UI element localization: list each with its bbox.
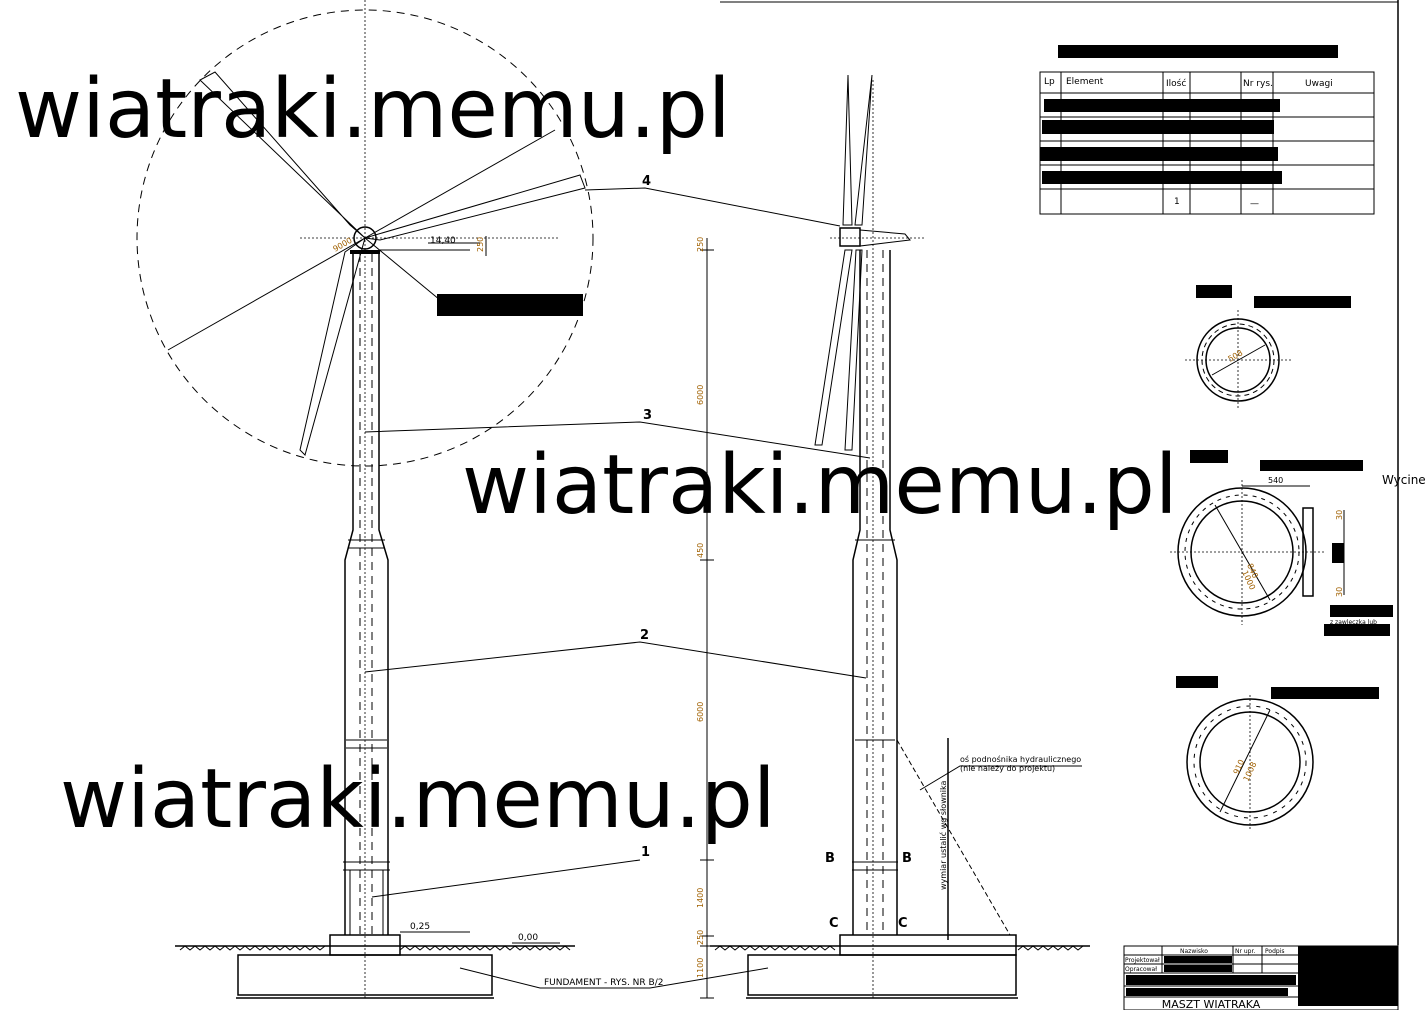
nacelle — [839, 227, 861, 247]
svg-text:540: 540 — [1268, 476, 1283, 485]
svg-text:Opracował: Opracował — [1125, 966, 1157, 973]
section-bottom: 910 1008 — [1176, 676, 1379, 830]
section-marker-c-right: C — [898, 916, 908, 931]
svg-text:Nr upr.: Nr upr. — [1235, 948, 1255, 955]
svg-text:Projektował: Projektował — [1125, 957, 1160, 964]
redacted-label — [437, 294, 583, 316]
section-top: 508 — [1185, 285, 1351, 410]
callout-3: 3 — [643, 408, 652, 423]
watermark: wiatraki.memu.pl — [462, 438, 1178, 533]
side-view: oś podnośnika hydraulicznego (nie należy… — [710, 74, 1090, 1000]
svg-text:—: — — [1250, 199, 1259, 209]
section-marker-c-left: C — [829, 916, 839, 931]
foundation-note: FUNDAMENT - RYS. NR B/2 — [544, 978, 663, 988]
blade — [364, 174, 586, 241]
side-tower — [852, 250, 898, 935]
dim-hub-offset: 250 — [476, 237, 485, 252]
elevation-base: 0,25 — [410, 922, 430, 932]
dimension-note: wymiar ustalić wg słownika — [938, 780, 948, 890]
svg-text:250: 250 — [696, 930, 705, 945]
callout-1: 1 — [641, 845, 650, 860]
svg-text:Wycine: Wycine — [1382, 473, 1426, 487]
drawing-title: MASZT WIATRAKA — [1162, 998, 1261, 1010]
hydraulic-note-2: (nie należy do projektu) — [960, 764, 1055, 773]
callout-4: 4 — [642, 174, 651, 189]
callout-2: 2 — [640, 628, 649, 643]
side-foundation — [747, 954, 1017, 996]
tower — [344, 254, 389, 935]
section-middle: 540 840 1000 30 30 z zawleczką lub Wycin… — [1170, 450, 1426, 636]
svg-text:Ilość: Ilość — [1166, 78, 1186, 89]
blade — [299, 236, 366, 456]
svg-text:Podpis: Podpis — [1265, 948, 1285, 955]
section-marker-b-right: B — [902, 851, 912, 866]
blade — [199, 71, 366, 239]
elevation-ground: 0,00 — [518, 933, 538, 943]
svg-text:1: 1 — [1174, 197, 1180, 207]
svg-text:6000: 6000 — [696, 385, 705, 405]
svg-text:Uwagi: Uwagi — [1305, 79, 1333, 89]
svg-text:250: 250 — [696, 237, 705, 252]
hydraulic-note-1: oś podnośnika hydraulicznego — [960, 754, 1081, 764]
svg-text:30: 30 — [1335, 587, 1344, 597]
svg-text:1400: 1400 — [696, 888, 705, 908]
foundation — [237, 954, 493, 996]
svg-text:450: 450 — [696, 543, 705, 558]
watermark: wiatraki.memu.pl — [60, 752, 776, 847]
elevation-top: 14,40 — [430, 236, 456, 246]
front-view: 14,40 250 9000 0,25 0,00 3 2 1 4 FUNDAME… — [136, 0, 871, 1000]
section-marker-b-left: B — [825, 851, 835, 866]
svg-text:Nr rys.: Nr rys. — [1243, 79, 1273, 89]
watermark: wiatraki.memu.pl — [15, 62, 731, 157]
svg-text:6000: 6000 — [696, 702, 705, 722]
svg-text:Nazwisko: Nazwisko — [1180, 948, 1208, 955]
svg-text:Element: Element — [1066, 77, 1104, 87]
vertical-dimension-chain: 250 6000 450 6000 1400 250 1100 — [696, 237, 714, 999]
svg-text:z zawleczką lub: z zawleczką lub — [1330, 619, 1377, 626]
svg-text:30: 30 — [1335, 510, 1344, 520]
parts-table: Lp Element Ilość Nr rys. Uwagi 1 — — [1039, 45, 1375, 215]
svg-text:Lp: Lp — [1044, 77, 1055, 87]
title-block: Nazwisko Nr upr. Podpis Projektował Opra… — [1123, 945, 1399, 1010]
hub — [353, 226, 377, 250]
svg-text:1100: 1100 — [696, 958, 705, 978]
